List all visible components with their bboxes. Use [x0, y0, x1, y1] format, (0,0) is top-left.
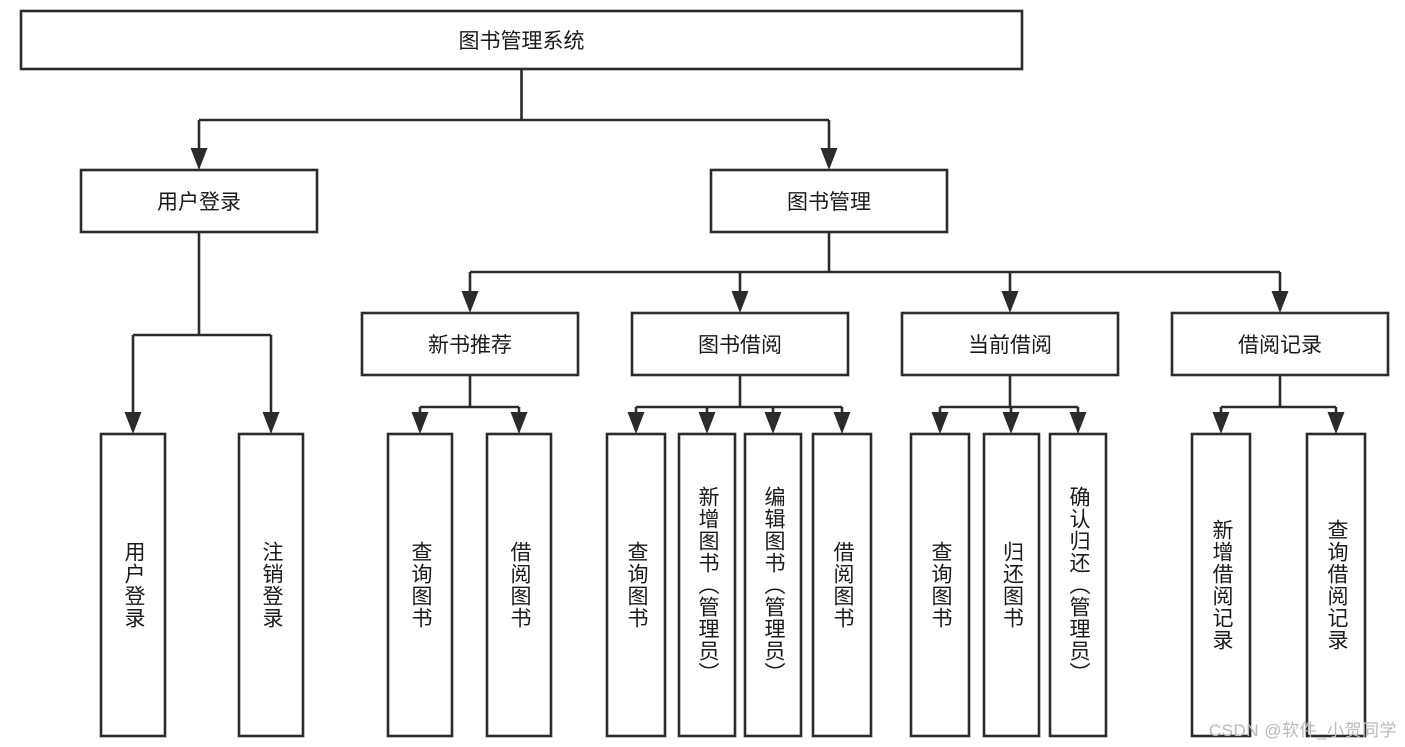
node-box-current-borrow[interactable]	[900, 311, 1120, 377]
arrow-head-current-borrow	[1001, 291, 1019, 313]
connector-group-current-borrow-to-leaves	[931, 375, 1087, 434]
node-box-leaf-borrow-book[interactable]	[811, 432, 873, 738]
node-box-leaf-edit-book-admin[interactable]	[743, 432, 803, 738]
arrow-head-new-book-recommend	[461, 291, 479, 313]
arrow-head-leaf-query-borrow-record	[1327, 412, 1345, 434]
arrow-head-borrow-records	[1271, 291, 1289, 313]
node-box-leaf-add-book-admin[interactable]	[677, 432, 737, 738]
node-box-user-login[interactable]	[79, 168, 319, 234]
arrow-head-user-login	[190, 148, 208, 170]
arrow-head-leaf-confirm-return-admin	[1069, 412, 1087, 434]
node-box-leaf-query-borrow-record[interactable]	[1305, 432, 1367, 738]
node-box-leaf-logout-login[interactable]	[237, 432, 305, 738]
node-box-book-borrow[interactable]	[630, 311, 850, 377]
arrow-head-book-borrow	[731, 291, 749, 313]
arrow-head-leaf-query-book-current	[931, 412, 949, 434]
node-box-leaf-confirm-return-admin[interactable]	[1048, 432, 1108, 738]
connector-group-borrow-records-to-leaves	[1212, 375, 1345, 434]
node-box-leaf-add-borrow-record[interactable]	[1190, 432, 1252, 738]
arrow-head-leaf-add-book-admin	[698, 412, 716, 434]
arrow-head-leaf-logout-login	[262, 412, 280, 434]
node-box-leaf-user-login[interactable]	[99, 432, 167, 738]
arrow-head-leaf-query-book-borrow	[627, 412, 645, 434]
arrow-head-leaf-add-borrow-record	[1212, 412, 1230, 434]
arrow-head-leaf-edit-book-admin	[764, 412, 782, 434]
arrow-head-leaf-query-book-rec	[411, 412, 429, 434]
node-box-leaf-return-book[interactable]	[982, 432, 1041, 738]
arrow-head-leaf-borrow-book	[833, 412, 851, 434]
node-box-new-book-recommend[interactable]	[360, 311, 580, 377]
connector-group-root-to-level2	[190, 69, 838, 170]
connector-group-book-borrow-to-leaves	[627, 375, 851, 434]
node-box-leaf-borrow-book-rec[interactable]	[485, 432, 553, 738]
node-box-leaf-query-book-current[interactable]	[909, 432, 971, 738]
csdn-watermark: CSDN @软件_小贺同学	[1208, 721, 1397, 740]
node-box-leaf-query-book-borrow[interactable]	[605, 432, 667, 738]
node-box-leaf-query-book-rec[interactable]	[386, 432, 454, 738]
connector-group-user-login-to-leaves	[124, 232, 280, 434]
node-box-borrow-records[interactable]	[1170, 311, 1390, 377]
arrow-head-leaf-borrow-book-rec	[510, 412, 528, 434]
node-box-book-management[interactable]	[709, 168, 949, 234]
node-box-root[interactable]	[19, 9, 1024, 71]
connector-group-new-book-recommend-to-leaves	[411, 375, 528, 434]
arrow-head-leaf-return-book	[1002, 412, 1020, 434]
connector-group-book-management-to-level3	[461, 232, 1289, 313]
arrow-head-book-management	[820, 148, 838, 170]
arrow-head-leaf-user-login	[124, 412, 142, 434]
